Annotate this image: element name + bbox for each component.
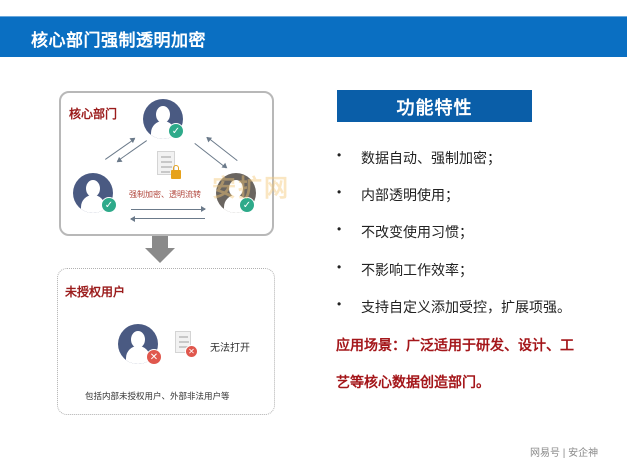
- features-title: 功能特性: [396, 98, 473, 118]
- unauthorized-users-panel: 未授权用户 ✕ ✕ 无法打开 包括内部未授权用户、外部非法用户等: [57, 268, 275, 415]
- scenario-text-line-2: 艺等核心数据创造部门。: [336, 374, 490, 390]
- bullet-icon: •: [337, 297, 342, 311]
- cannot-open-text: 无法打开: [210, 343, 250, 354]
- encrypted-document-icon: [157, 151, 175, 175]
- page-title: 核心部门强制透明加密: [31, 31, 206, 50]
- arrow-icon: [131, 206, 206, 212]
- down-arrow-icon: [152, 236, 168, 248]
- close-icon: ✕: [185, 345, 198, 358]
- bullet-icon: •: [337, 260, 342, 274]
- check-icon: ✓: [168, 123, 184, 139]
- unauthorized-users-label: 未授权用户: [65, 285, 126, 299]
- watermark: 安扩网: [212, 175, 290, 202]
- core-department-panel: 核心部门 ✓ ✓ ✓ 强制加密、透明流转: [59, 91, 274, 236]
- source-attribution: 网易号 | 安企神: [530, 448, 599, 459]
- header-bar: 核心部门强制透明加密: [0, 16, 627, 57]
- close-icon: ✕: [146, 349, 162, 365]
- arrow-icon: [131, 218, 205, 219]
- features-title-bar: 功能特性: [337, 90, 532, 122]
- bullet-icon: •: [337, 185, 342, 199]
- arrow-icon: [105, 138, 136, 160]
- check-icon: ✓: [239, 197, 255, 213]
- arrow-icon: [116, 140, 147, 162]
- down-arrow-head-icon: [145, 248, 175, 263]
- core-department-label: 核心部门: [69, 107, 118, 121]
- bullet-icon: •: [337, 148, 342, 162]
- scenario-text-line-1: 应用场景：广泛适用于研发、设计、工: [336, 337, 574, 353]
- flow-label: 强制加密、透明流转: [129, 190, 201, 199]
- lock-icon: [171, 165, 181, 179]
- bullet-icon: •: [337, 222, 342, 236]
- check-icon: ✓: [101, 197, 117, 213]
- unauthorized-note: 包括内部未授权用户、外部非法用户等: [85, 391, 230, 401]
